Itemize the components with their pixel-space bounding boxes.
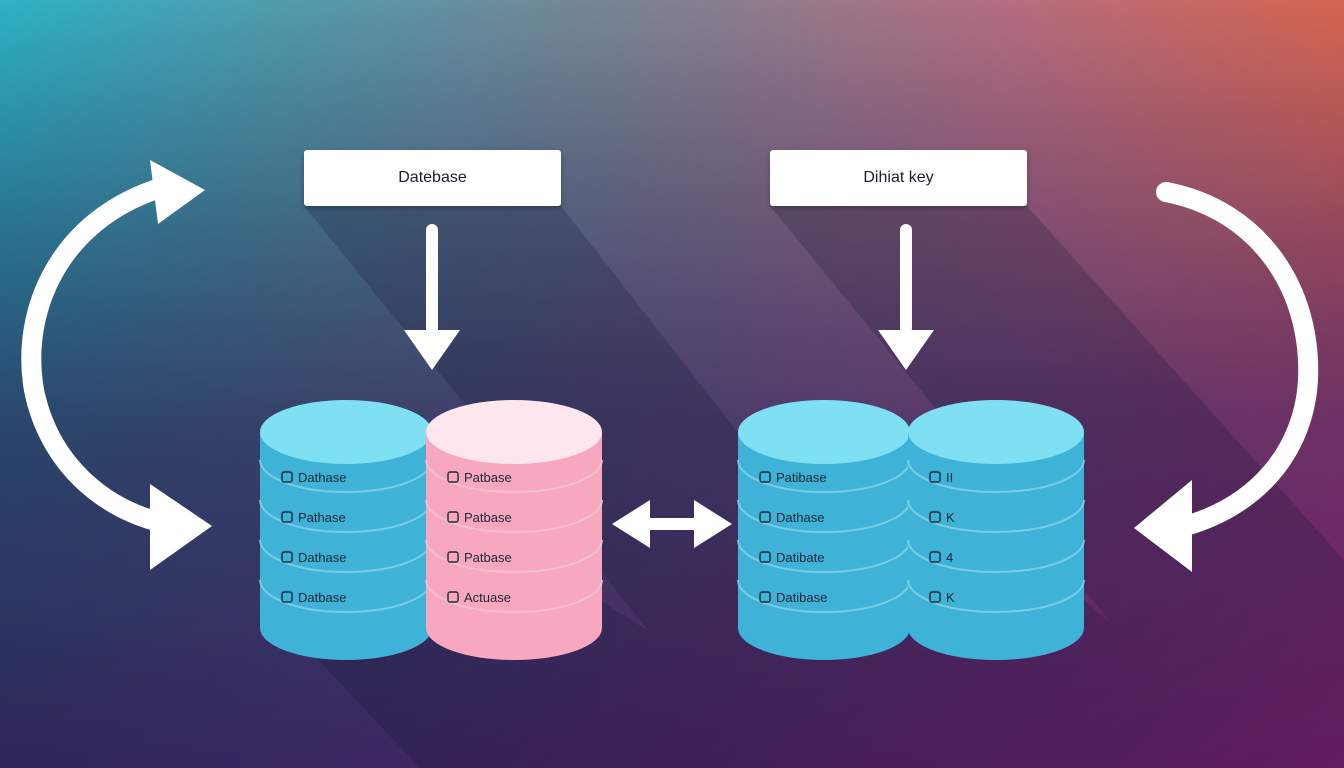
cylinder-row-label: II	[946, 470, 953, 485]
curved-arrow-icon	[21, 160, 212, 570]
key-label: Dihiat key	[770, 150, 1027, 206]
cylinder-row-label: Pathase	[298, 510, 346, 525]
checkbox-icon	[759, 471, 771, 483]
cylinder-row-label: 4	[946, 550, 953, 565]
checkbox-icon	[759, 551, 771, 563]
cylinder-row-label: Patbase	[464, 550, 512, 565]
cylinder-row-label: Patbase	[464, 510, 512, 525]
checkbox-icon	[447, 511, 459, 523]
cylinder-row-label: Dathase	[298, 470, 346, 485]
cylinder-row-label: Patbase	[464, 470, 512, 485]
checkbox-icon	[929, 551, 941, 563]
checkbox-icon	[447, 551, 459, 563]
double-arrow-icon	[612, 500, 732, 548]
cylinder-row-label: Actuase	[464, 590, 511, 605]
database-label: Datebase	[304, 150, 561, 206]
checkbox-icon	[929, 591, 941, 603]
down-arrow-icon	[878, 224, 934, 370]
curved-arrow-icon	[1134, 182, 1319, 572]
database-label-text: Datebase	[398, 169, 467, 186]
cylinder-row-label: K	[946, 510, 955, 525]
checkbox-icon	[759, 591, 771, 603]
database-cylinders: DathasePathaseDathaseDatbasePatbasePatba…	[259, 400, 1085, 660]
checkbox-icon	[281, 591, 293, 603]
checkbox-icon	[929, 471, 941, 483]
cylinder-row-label: Patibase	[776, 470, 827, 485]
checkbox-icon	[447, 591, 459, 603]
checkbox-icon	[281, 471, 293, 483]
down-arrow-icon	[404, 224, 460, 370]
cylinder-row-label: K	[946, 590, 955, 605]
checkbox-icon	[281, 551, 293, 563]
cylinder-row-label: Datibase	[776, 590, 827, 605]
checkbox-icon	[281, 511, 293, 523]
checkbox-icon	[759, 511, 771, 523]
checkbox-icon	[447, 471, 459, 483]
checkbox-icon	[929, 511, 941, 523]
cylinder-row-label: Dathase	[776, 510, 824, 525]
cylinder-row-label: Datbase	[298, 590, 346, 605]
key-label-text: Dihiat key	[863, 169, 934, 186]
cylinder-row-label: Datibate	[776, 550, 824, 565]
cylinder-row-label: Dathase	[298, 550, 346, 565]
